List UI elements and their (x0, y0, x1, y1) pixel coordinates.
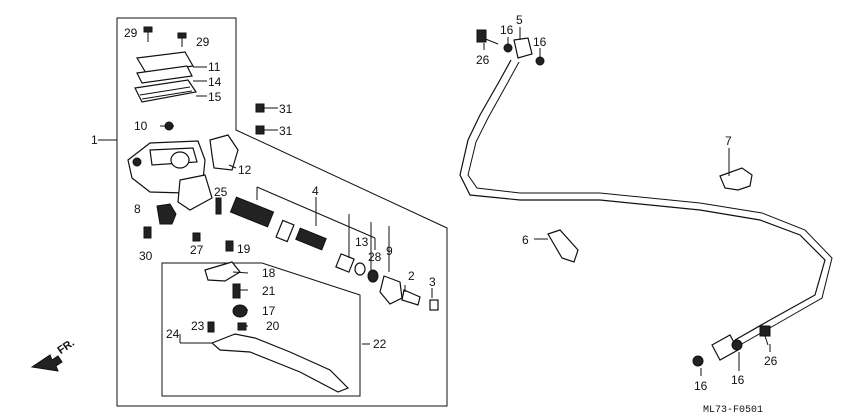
piston-set-4 (229, 186, 379, 283)
callout-31a: 31 (279, 102, 293, 116)
callout-23: 23 (191, 319, 205, 333)
callout-13: 13 (355, 235, 369, 249)
screw-30-shape (143, 226, 152, 239)
bleeder-cap-3-shape (429, 299, 439, 311)
callout-21: 21 (262, 284, 276, 298)
reservoir-cap-group (134, 51, 198, 103)
assembly-outline-lever (161, 262, 361, 397)
callout-16c: 16 (694, 379, 708, 393)
assembly-outline-main (116, 17, 448, 407)
leader-lines (98, 27, 771, 376)
callout-7: 7 (725, 134, 732, 148)
callout-8: 8 (134, 202, 141, 216)
boot-9-shape (379, 275, 403, 305)
callout-16b: 16 (533, 35, 547, 49)
clamp-7-shape (719, 167, 753, 191)
callout-9: 9 (386, 244, 393, 258)
callout-6: 6 (522, 233, 529, 247)
callout-29a: 29 (124, 26, 138, 40)
callout-17: 17 (262, 304, 276, 318)
callout-16d: 16 (731, 373, 745, 387)
rod-2-shape (401, 289, 421, 306)
clutch-hose-group (459, 29, 833, 367)
callout-11: 11 (208, 60, 221, 74)
master-cylinder-body (127, 140, 213, 211)
callout-26b: 26 (764, 354, 778, 368)
callout-26a: 26 (476, 53, 490, 67)
callout-15: 15 (208, 90, 222, 104)
bolt-25-shape (215, 197, 222, 215)
lever-group (204, 240, 350, 393)
callout-30: 30 (139, 249, 153, 263)
callout-25: 25 (214, 185, 228, 199)
diagram-code: ML73-F0501 (703, 405, 763, 416)
callout-10: 10 (134, 119, 148, 133)
callout-20: 20 (266, 319, 280, 333)
callout-24: 24 (166, 327, 180, 341)
callout-5: 5 (516, 13, 523, 27)
screw-29-group (143, 26, 187, 47)
cap-27-shape (192, 232, 201, 242)
callout-22: 22 (373, 337, 387, 351)
callout-14: 14 (208, 75, 222, 89)
callout-2: 2 (408, 269, 415, 283)
callout-3: 3 (429, 275, 436, 289)
switch-8-shape (156, 203, 177, 225)
clamp-6-shape (547, 229, 579, 263)
holder-12-shape (209, 134, 239, 171)
front-direction-label: FR. (55, 337, 76, 357)
callout-27: 27 (190, 243, 204, 257)
callout-18: 18 (262, 266, 276, 280)
callout-16a: 16 (500, 23, 514, 37)
callout-12: 12 (238, 163, 252, 177)
callout-28: 28 (368, 250, 382, 264)
front-direction-arrow (30, 354, 63, 372)
callout-1: 1 (91, 133, 98, 147)
callout-4: 4 (312, 184, 319, 198)
callout-29b: 29 (196, 35, 210, 49)
callout-31b: 31 (279, 124, 293, 138)
callout-19: 19 (237, 242, 251, 256)
